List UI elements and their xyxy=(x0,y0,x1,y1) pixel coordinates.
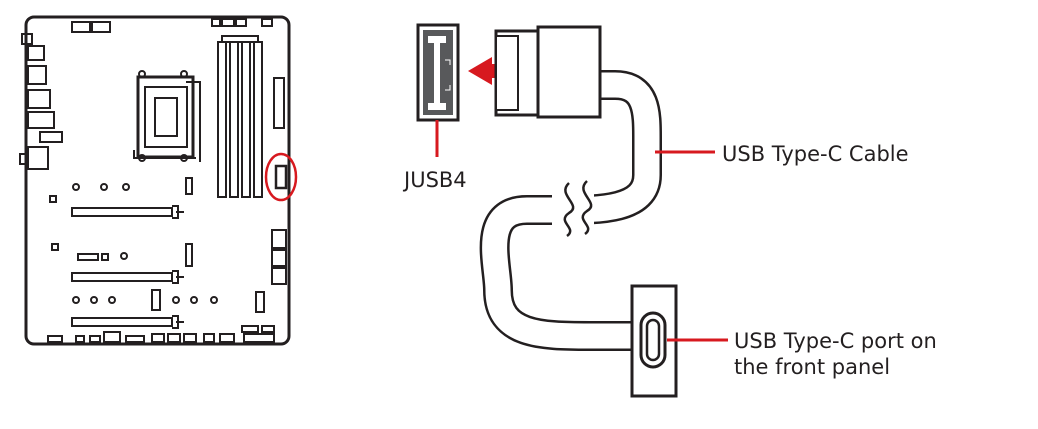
cable-label: USB Type-C Cable xyxy=(722,142,909,166)
right-header xyxy=(271,249,287,267)
cable-plug xyxy=(494,25,602,119)
rear-io-ports xyxy=(19,33,63,170)
top-header xyxy=(261,18,273,27)
jusb4-connector xyxy=(416,23,460,122)
pcie-slot xyxy=(71,315,184,329)
cpu-socket xyxy=(133,70,201,162)
jusb4-header xyxy=(274,164,288,190)
connector-label: JUSB4 xyxy=(402,168,467,192)
usb-type-c-cable xyxy=(479,70,663,351)
atx-power-connector xyxy=(273,77,285,129)
dimm-slots xyxy=(217,35,263,198)
port-label-line2: the front panel xyxy=(734,355,890,379)
top-header xyxy=(91,21,111,33)
pcie-slot xyxy=(71,205,184,219)
port-label-line1: USB Type-C port on xyxy=(734,329,937,353)
right-header xyxy=(271,229,287,249)
bottom-headers xyxy=(47,325,275,343)
top-header xyxy=(71,21,91,33)
top-header xyxy=(211,18,221,27)
pcie-slot xyxy=(71,270,184,284)
top-header xyxy=(221,18,235,27)
front-panel xyxy=(630,284,678,398)
top-header xyxy=(235,18,247,27)
right-header xyxy=(271,267,287,285)
circle-highlight-icon xyxy=(264,152,298,202)
motherboard-outline xyxy=(24,15,291,346)
motherboard xyxy=(19,15,291,346)
